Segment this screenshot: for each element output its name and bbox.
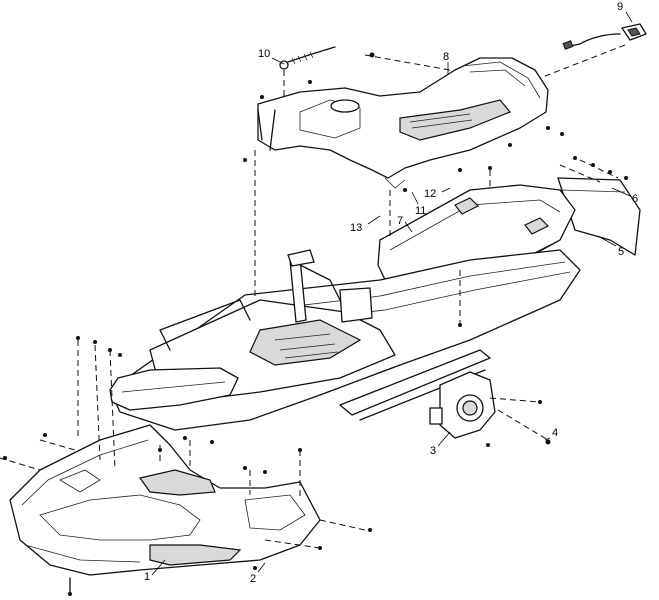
callout-3-label: 3	[430, 445, 436, 457]
callout-13: 13	[350, 215, 381, 234]
callout-12: 12	[424, 187, 451, 200]
callout-11: 11	[411, 191, 426, 217]
callout-1-label: 1	[144, 571, 150, 583]
callout-6-label: 6	[632, 193, 638, 205]
rear-flap-part	[557, 159, 641, 256]
callout-4-label: 4	[552, 427, 558, 439]
callout-7: 7	[397, 215, 413, 233]
callout-4: 4	[544, 427, 558, 441]
callout-12-label: 12	[424, 188, 436, 200]
callout-9-label: 9	[617, 1, 623, 13]
callout-9: 9	[617, 1, 633, 23]
callouts: 1 2 3 4 5 6 7 8	[144, 1, 638, 585]
callout-7-label: 7	[397, 215, 403, 227]
chassis-frame	[109, 249, 581, 431]
callout-2: 2	[250, 562, 266, 585]
callout-8: 8	[443, 51, 449, 75]
callout-8-label: 8	[443, 51, 449, 63]
callout-13-label: 13	[350, 222, 362, 234]
callout-6: 6	[611, 187, 638, 205]
callout-1: 1	[144, 559, 166, 583]
spring-part	[279, 46, 336, 100]
callout-3: 3	[430, 431, 451, 457]
callout-10-label: 10	[258, 48, 270, 60]
callout-11-label: 11	[415, 205, 426, 217]
callout-10: 10	[258, 48, 285, 65]
callout-2-label: 2	[250, 573, 256, 585]
callout-5: 5	[597, 235, 624, 258]
hood-part	[9, 424, 321, 593]
connector-part	[539, 23, 647, 79]
chaincase-part	[429, 371, 549, 441]
seat-part	[257, 57, 549, 189]
callout-5-label: 5	[618, 246, 624, 258]
fasteners	[3, 52, 628, 596]
